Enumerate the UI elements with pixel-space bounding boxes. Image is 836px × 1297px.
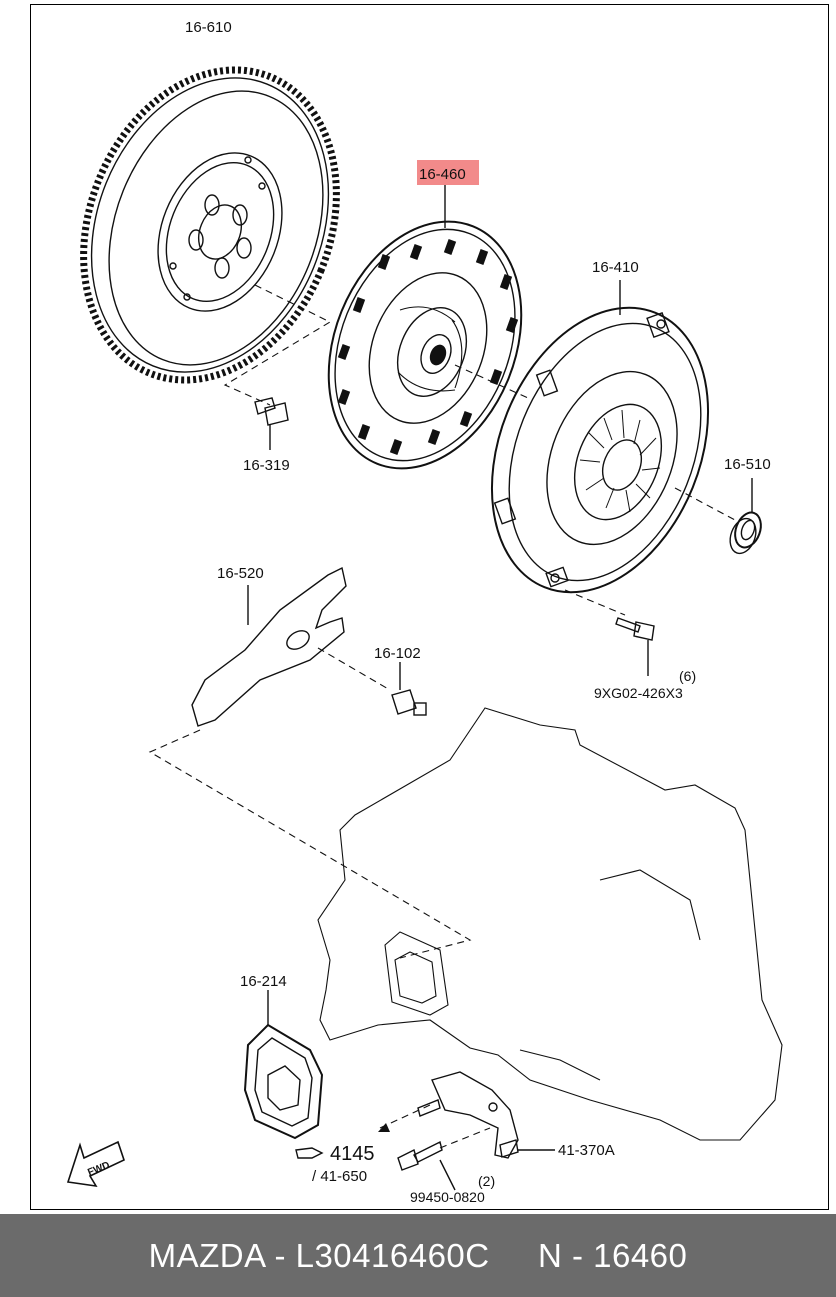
label-flywheel-bolt[interactable]: 16-319 [243, 457, 290, 474]
bracket-bolt-part[interactable] [397, 1140, 456, 1191]
label-bracket-bolt[interactable]: 99450-0820 [410, 1189, 485, 1205]
alignment-lines-flywheel [223, 284, 332, 406]
flywheel-bolt-part[interactable] [254, 397, 289, 450]
footer-bar: MAZDA - L30416460C N - 16460 [0, 1214, 836, 1297]
clutch-disc-part[interactable] [294, 185, 557, 497]
alignment-lines-fork [148, 647, 472, 959]
label-bracket-bolt-qty: (2) [478, 1173, 495, 1189]
highlight-box [417, 160, 479, 185]
exploded-parts-diagram: 16-610 16-460 16-410 16-319 16-510 16-52… [39, 19, 783, 1205]
footer-spacer [490, 1237, 538, 1275]
pivot-part[interactable] [391, 662, 427, 716]
label-flywheel[interactable]: 16-610 [185, 19, 232, 36]
alignment-lines-bracket [379, 1104, 491, 1149]
alignment-lines-plate [454, 364, 736, 616]
label-pivot[interactable]: 16-102 [374, 645, 421, 662]
label-bolt-set[interactable]: 9XG02-426X3 [594, 685, 683, 701]
label-bolt-set-qty: (6) [679, 668, 696, 684]
label-ref-main[interactable]: 4145 [330, 1143, 375, 1165]
footer-number: N - 16460 [537, 1236, 688, 1274]
label-clutch-disc[interactable]: 16-460 [419, 166, 466, 183]
bracket-part[interactable] [417, 1071, 555, 1159]
reference-pointer-icon [295, 1147, 324, 1159]
pressure-plate-bolt-part[interactable] [615, 617, 655, 676]
label-bracket[interactable]: 41-370A [558, 1142, 615, 1159]
label-boot[interactable]: 16-214 [240, 973, 287, 990]
label-pressure-plate[interactable]: 16-410 [592, 259, 639, 276]
release-bearing-part[interactable] [726, 478, 766, 557]
diagram-frame [30, 4, 829, 1210]
flywheel-part[interactable] [39, 32, 381, 419]
fwd-arrow-icon [66, 1140, 125, 1188]
label-release-fork[interactable]: 16-520 [217, 565, 264, 582]
transmission-housing [317, 707, 783, 1141]
footer-brand: MAZDA - L30416460C [148, 1236, 490, 1274]
label-fwd: FWD [86, 1160, 111, 1179]
release-fork-part[interactable] [191, 566, 347, 727]
label-release-bearing[interactable]: 16-510 [724, 456, 771, 473]
pressure-plate-part[interactable] [452, 275, 748, 624]
label-ref-sub[interactable]: / 41-650 [312, 1168, 367, 1185]
boot-part[interactable] [243, 990, 324, 1140]
